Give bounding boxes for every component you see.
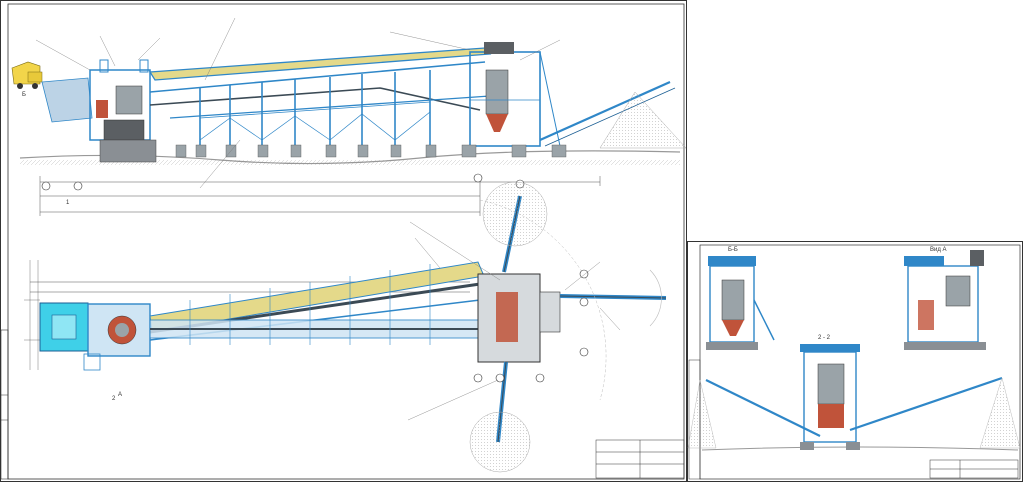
- plan-view: [24, 181, 667, 473]
- view-b-b: [706, 256, 775, 350]
- elevation-marker-b: Б: [22, 92, 26, 98]
- crusher-foundation: [99, 139, 157, 163]
- elevation-marker-a: А: [118, 392, 122, 398]
- trestle-supports: [199, 70, 431, 150]
- stockpile-icon: [469, 411, 531, 473]
- binding-strip: [0, 329, 9, 480]
- secondary-crusher-tower: [469, 42, 561, 147]
- side-elevation-view: [11, 17, 687, 216]
- plan-conveyors: [149, 261, 485, 345]
- view-title-2-2: 2 - 2: [818, 335, 831, 341]
- stockpile-icon: [599, 91, 687, 149]
- view-title-b-b: Б-Б: [728, 247, 738, 253]
- elevation-dimensions: [39, 176, 601, 216]
- plan-leaders: [407, 221, 621, 421]
- view-a: [904, 250, 986, 350]
- main-title-block: [595, 439, 685, 479]
- callout-leaders: [35, 17, 561, 189]
- view-title-a: Вид А: [930, 247, 947, 253]
- plan-axis-bubbles: [473, 269, 589, 383]
- view-2-2: [687, 344, 1021, 451]
- right-title-block: [929, 459, 1019, 479]
- main-sheet-frame: [0, 0, 687, 482]
- main-sheet-inner-frame: [7, 3, 685, 480]
- side-elevation-axis-label: 1: [66, 200, 70, 206]
- stockpile-icon: [482, 181, 548, 247]
- truck-icon: [11, 61, 43, 89]
- section-marker-label: 2: [112, 396, 116, 402]
